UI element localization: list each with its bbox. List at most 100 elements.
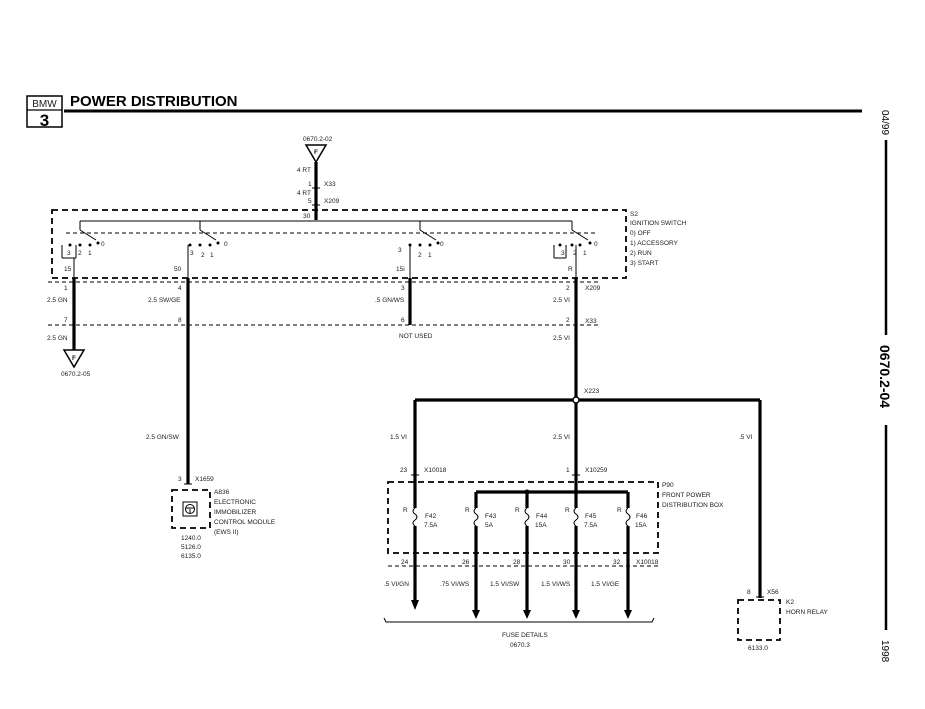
ews-module-box	[171, 489, 211, 529]
top-feed-terminal: 30	[303, 213, 311, 220]
fuse-label: F43	[485, 513, 497, 520]
output-wire-b: 2.5 GN	[47, 335, 68, 342]
switch-position: 3) START	[630, 260, 658, 267]
fuse-out-wire: 1.5 VI/WS	[541, 581, 571, 588]
fuse-rating: 7.5A	[424, 522, 438, 529]
switch-contact-3: 3 2 1 0	[398, 221, 444, 278]
top-feed-wire-lower: 4 RT	[297, 190, 311, 197]
revision-date: 04/99	[879, 110, 890, 135]
horn-relay-ref: 6133.0	[748, 645, 768, 652]
ignition-switch-id: S2	[630, 211, 638, 218]
ground-fuse-symbol: F	[62, 349, 86, 369]
ews-ref: 6135.0	[181, 553, 201, 560]
ground-symbol: F	[72, 355, 76, 362]
fuse-f45: R F45 7.5A	[565, 485, 598, 610]
connector-x223: X223	[584, 388, 600, 395]
horn-relay-name: HORN RELAY	[786, 609, 828, 616]
top-feed-conn-upper: X33	[324, 181, 336, 188]
fuse-details-bracket	[383, 617, 655, 623]
fuse-out-wire: .5 VI/GN	[384, 581, 409, 588]
contact-digit: 3	[398, 247, 402, 254]
model-year: 1998	[879, 640, 890, 663]
fuse-f44: R F44 15A	[515, 492, 548, 610]
ews-line: (EWS II)	[214, 529, 239, 536]
connector-x1659: X1659	[195, 476, 214, 483]
fuse-out-pin: 28	[513, 559, 521, 566]
fuse-f46: R F46 15A	[617, 492, 648, 610]
fuse-rating: 7.5A	[584, 522, 598, 529]
ews-line: ELECTRONIC	[214, 499, 256, 506]
contact-digit: 0	[594, 241, 598, 248]
logo-series: 3	[40, 111, 49, 130]
fuse-out-pin: 24	[401, 559, 409, 566]
logo-brand: BMW	[32, 99, 57, 110]
output-wire-b: 2.5 VI	[553, 335, 570, 342]
fuse-rating: 5A	[485, 522, 494, 529]
switch-position: 1) ACCESSORY	[630, 240, 679, 247]
fuse-label: F45	[585, 513, 597, 520]
fuse-out-pin: 26	[462, 559, 470, 566]
switch-contact-1: 3 2 1 0	[61, 221, 105, 278]
contact-digit: 2	[78, 250, 82, 257]
switch-terminal: 15i	[396, 266, 405, 273]
fuse-r: R	[565, 507, 570, 514]
branch-right-wire: .5 VI	[739, 434, 753, 441]
switch-position: 2) RUN	[630, 250, 652, 257]
fuse-out-wire: 1.5 VI/GE	[591, 581, 620, 588]
fuse-f42: R F42 7.5A	[403, 485, 438, 600]
arrow-down-icon	[411, 600, 419, 610]
fuse-out-pin: 30	[563, 559, 571, 566]
fuse-r: R	[465, 507, 470, 514]
connector-x209: X209	[585, 285, 601, 292]
contact-digit: 3	[561, 250, 565, 257]
bmw-logo: BMW 3	[26, 95, 63, 130]
contact-digit: 1	[88, 250, 92, 257]
horn-relay-id: K2	[786, 599, 794, 606]
contact-digit: 2	[201, 252, 205, 259]
ground-ref: 0670.2-05	[61, 371, 91, 378]
fuse-details-ref: 0670.3	[510, 642, 530, 649]
fuse-label: F42	[425, 513, 437, 520]
switch-contact-4: 3 2 1 0	[553, 221, 598, 278]
connector-x33: X33	[585, 318, 597, 325]
contact-digit: 0	[440, 241, 444, 248]
connector-x10259: X10259	[585, 467, 608, 474]
contact-digit: 2	[418, 252, 422, 259]
switch-terminal: 50	[174, 266, 182, 273]
connector-x10018-out: X10018	[636, 559, 659, 566]
connector-x56: X56	[767, 589, 779, 596]
not-used-note: NOT USED	[399, 333, 433, 340]
branch-left-wire: 1.5 VI	[390, 434, 407, 441]
branch-mid-wire: 2.5 VI	[553, 434, 570, 441]
contact-digit: 3	[190, 250, 194, 257]
contact-digit: 0	[101, 241, 105, 248]
output-pin-a: 1	[64, 285, 68, 292]
connector-x10018: X10018	[424, 467, 447, 474]
fuse-r: R	[617, 507, 622, 514]
top-feed-ref: 0670.2-02	[303, 136, 333, 143]
pdb-line: DISTRIBUTION BOX	[662, 502, 724, 509]
pdb-id: P90	[662, 482, 674, 489]
ews-id: A836	[214, 489, 230, 496]
fuse-out-pin: 32	[613, 559, 621, 566]
output-pin-b: 8	[178, 317, 182, 324]
fuse-r: R	[403, 507, 408, 514]
switch-position: 0) OFF	[630, 230, 651, 237]
top-feed-pin-lower: 5	[308, 198, 312, 205]
fuse-out-wire: .75 VI/WS	[440, 581, 470, 588]
power-distribution-box	[387, 481, 659, 554]
ews-line: IMMOBILIZER	[214, 509, 257, 516]
switch-contact-2: 3 2 1 0	[187, 221, 228, 278]
branch-mid-pin: 1	[566, 467, 570, 474]
fuse-rating: 15A	[635, 522, 647, 529]
arrow-down-icon	[472, 610, 480, 619]
output-pin-a: 4	[178, 285, 182, 292]
fuse-rating: 15A	[535, 522, 547, 529]
top-feed-wire-upper: 4 RT	[297, 167, 311, 174]
ews-pin: 3	[178, 476, 182, 483]
fuse-details-label: FUSE DETAILS	[502, 632, 548, 639]
top-feed-symbol: F	[314, 149, 318, 156]
output-wire-a: 2.5 SW/GE	[148, 297, 181, 304]
top-feed-conn-lower: X209	[324, 198, 340, 205]
